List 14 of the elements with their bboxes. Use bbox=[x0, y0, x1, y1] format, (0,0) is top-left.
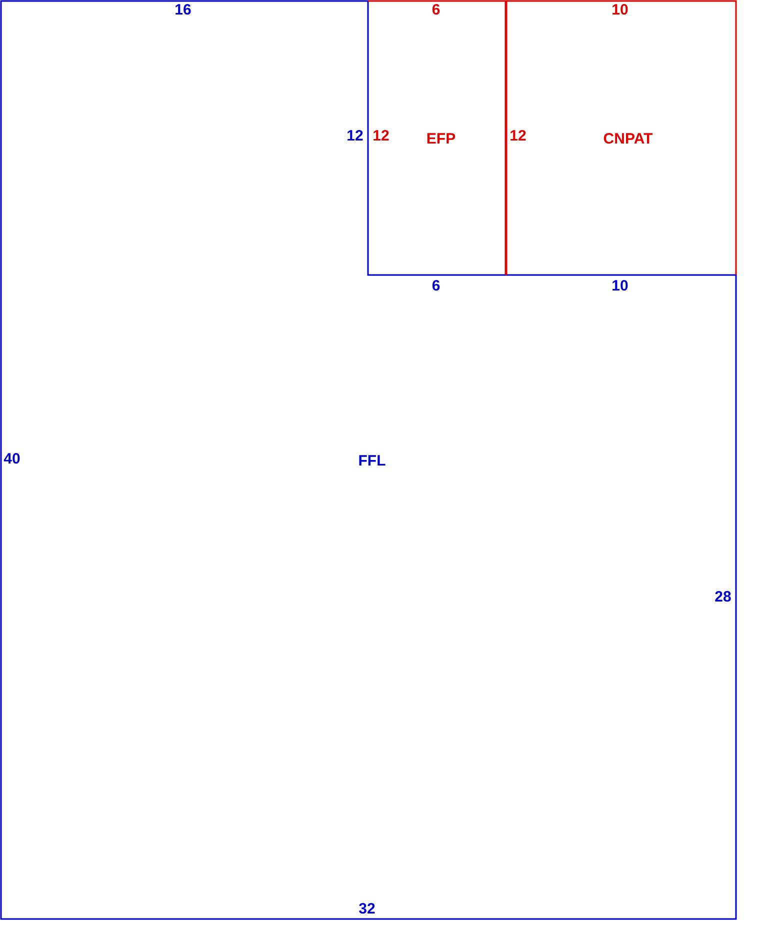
dimension-label: 6 bbox=[432, 278, 440, 294]
dimension-label: 40 bbox=[4, 452, 20, 466]
room-label: FFL bbox=[358, 454, 386, 468]
dimension-label: 16 bbox=[174, 2, 192, 18]
dimension-label: 32 bbox=[358, 902, 376, 916]
dimension-label: 10 bbox=[612, 278, 628, 294]
dimension-label: 28 bbox=[714, 590, 732, 604]
dimension-label: 10 bbox=[612, 2, 628, 18]
dimension-label: 12 bbox=[346, 128, 364, 144]
dimension-label: 12 bbox=[510, 128, 526, 144]
dimension-label: 12 bbox=[372, 128, 390, 144]
dimension-label: 6 bbox=[432, 2, 440, 18]
room-label: CNPAT bbox=[603, 132, 653, 146]
room-label: EFP bbox=[426, 132, 456, 146]
